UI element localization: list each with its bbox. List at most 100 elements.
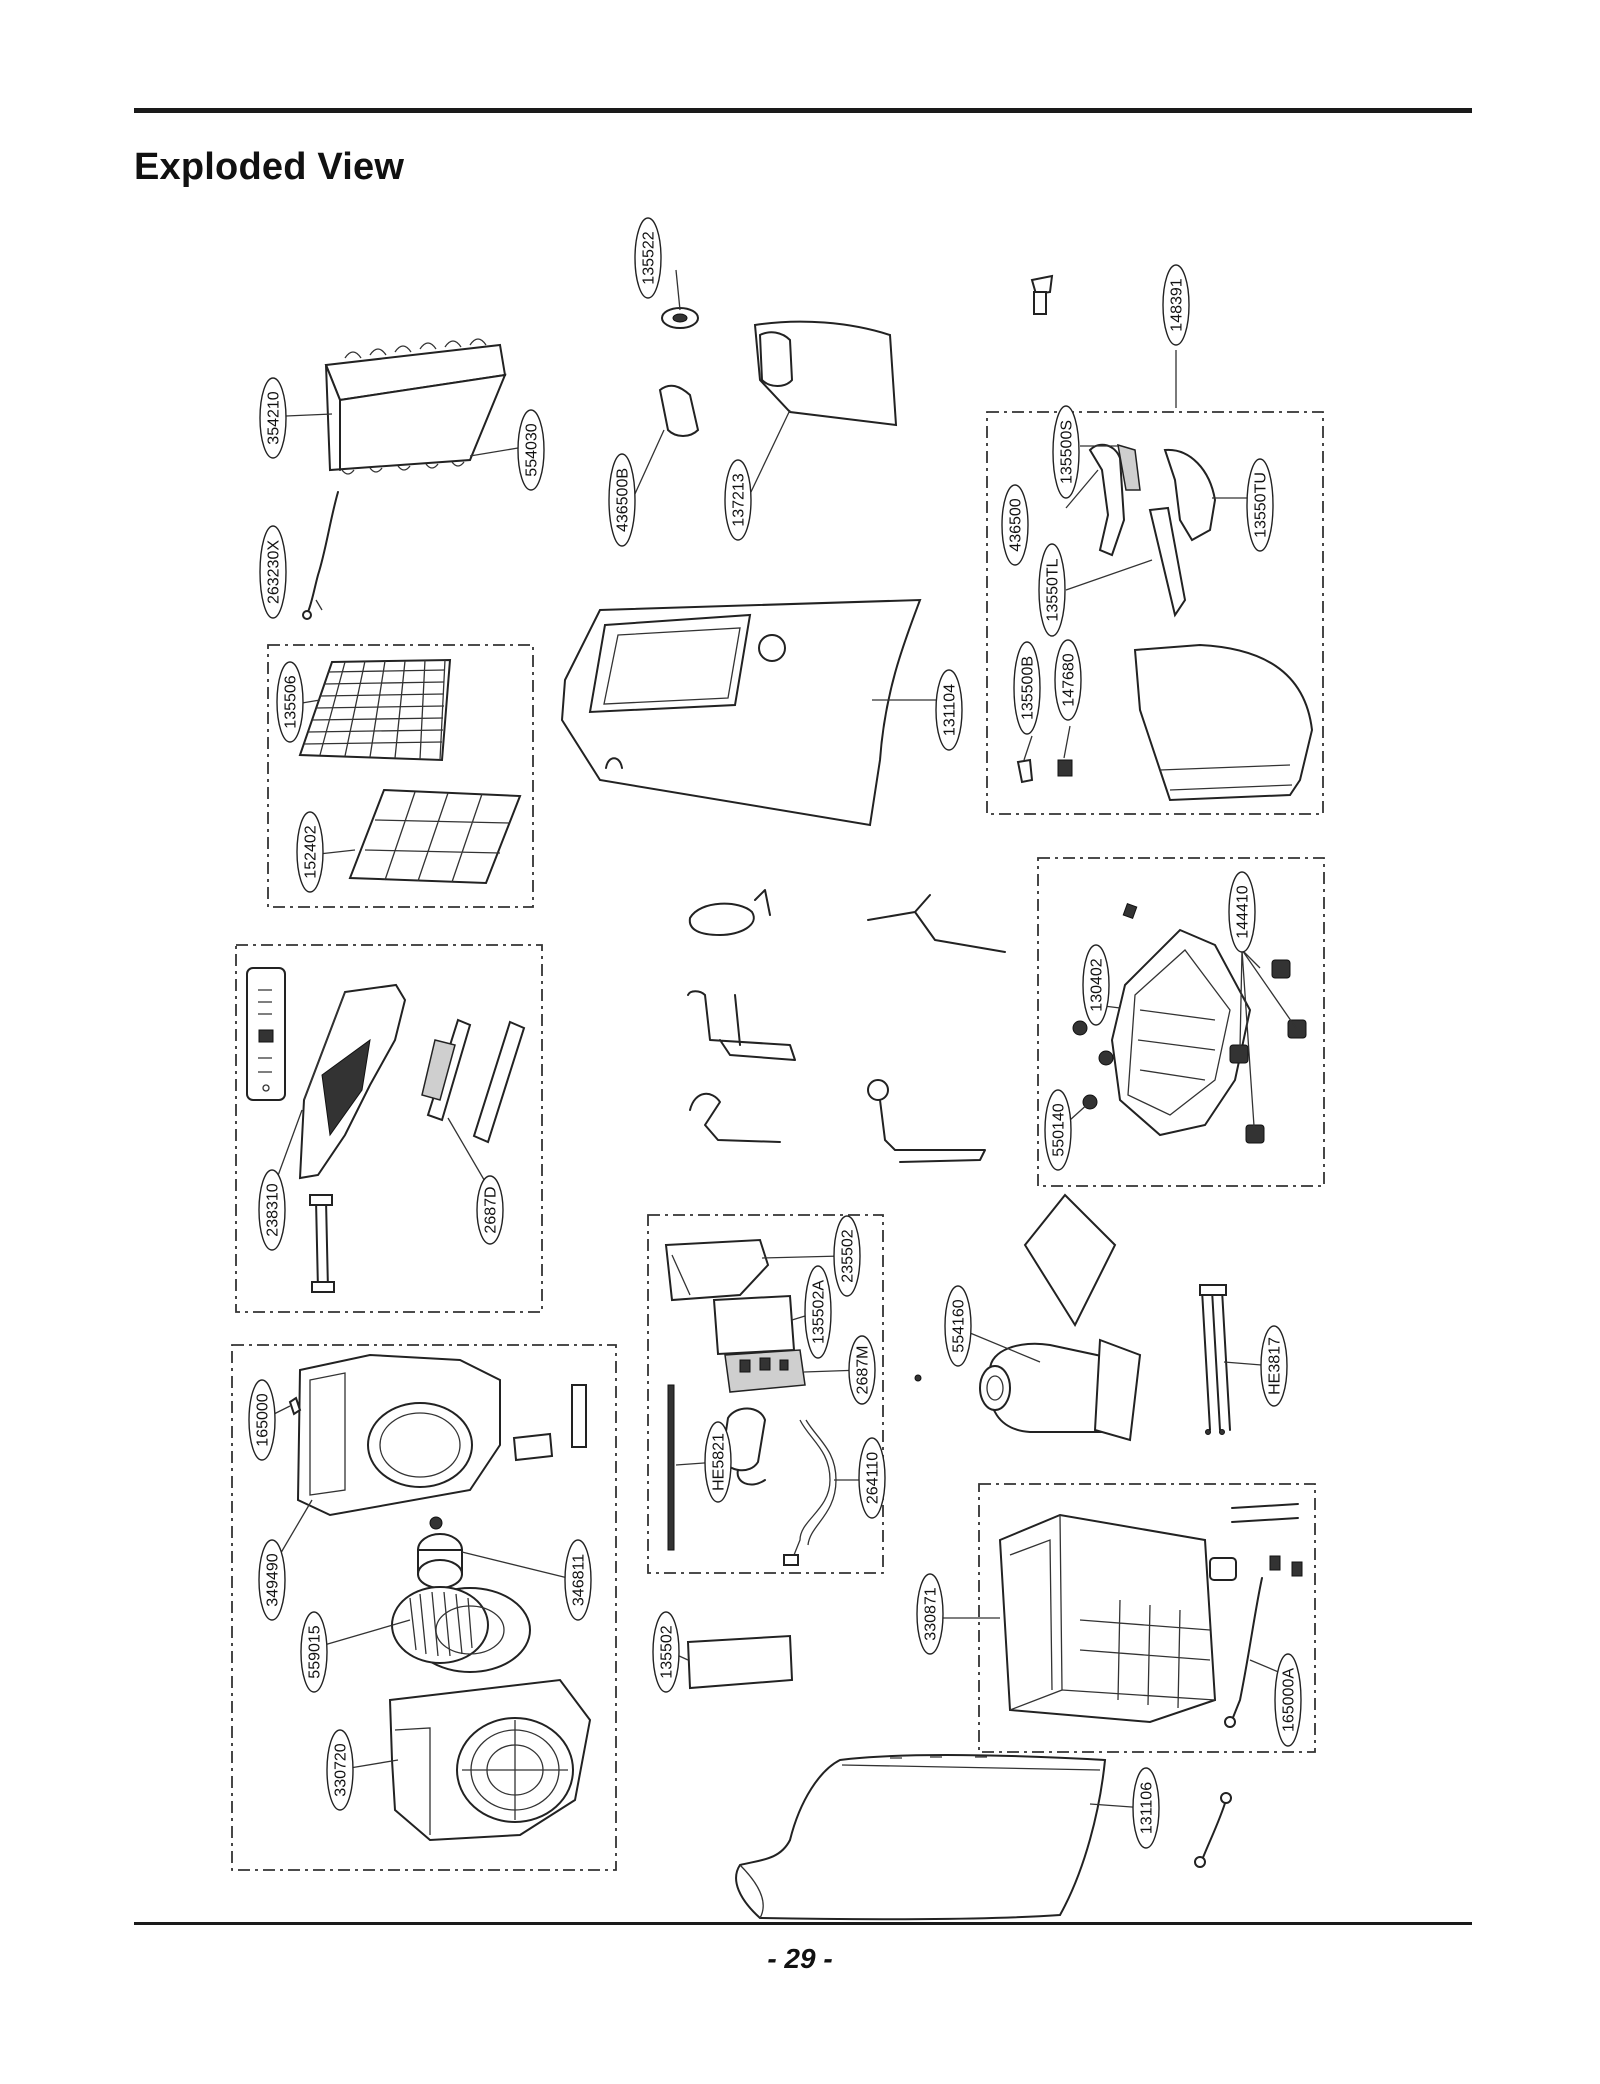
callout-label: 147680 <box>1061 653 1078 706</box>
wire-harness-small-drawing <box>309 1194 335 1293</box>
callout-label: 135506 <box>283 675 300 728</box>
callout-550140: 550140 <box>1044 1089 1072 1171</box>
callout-2687M: 2687M <box>848 1335 876 1405</box>
main-pcb-drawing <box>724 1349 806 1393</box>
callout-label: 152402 <box>303 825 320 878</box>
callout-label: 2687M <box>855 1346 872 1395</box>
top-cover-drawing <box>753 320 898 427</box>
callout-label: 349490 <box>265 1553 282 1606</box>
front-cabinet-drawing <box>560 598 922 827</box>
leader-lines <box>261 269 1297 1809</box>
drain-hose-drawing <box>1224 1577 1263 1728</box>
heater-assembly-drawing <box>1199 1284 1231 1435</box>
callout-135502A: 135502A <box>804 1265 832 1359</box>
callout-label: 144410 <box>1235 885 1252 938</box>
refrigerant-pipes-drawing <box>687 889 1006 1163</box>
callout-label: HE3817 <box>1267 1337 1284 1395</box>
callout-label: 13550TL <box>1045 558 1062 621</box>
callout-label: 354210 <box>266 391 283 444</box>
blower-group-box <box>231 1344 617 1871</box>
blower-misc-parts-drawing <box>288 1384 587 1462</box>
callout-144410: 144410 <box>1228 871 1256 953</box>
callout-135506: 135506 <box>276 661 304 743</box>
callout-135500S: 135500S <box>1052 405 1080 499</box>
callout-135502: 135502 <box>652 1611 680 1693</box>
callout-label: 135500S <box>1059 420 1076 484</box>
callout-354210: 354210 <box>259 377 287 459</box>
callout-554160: 554160 <box>944 1285 972 1367</box>
control-panel-housing-drawing <box>298 983 407 1180</box>
power-cord-drawing <box>783 1419 837 1566</box>
rear-cabinet-drawing <box>1133 643 1314 802</box>
filter-frame-drawing <box>348 788 522 885</box>
callout-147680: 147680 <box>1054 639 1082 721</box>
callout-263230X: 263230X <box>259 525 287 619</box>
chassis-group-box <box>978 1483 1316 1753</box>
callout-label: 235502 <box>840 1229 857 1282</box>
callout-436500: 436500 <box>1001 484 1029 566</box>
callout-label: 559015 <box>307 1625 324 1678</box>
page-number: - 29 - <box>767 1943 833 1974</box>
callout-label: 135502 <box>659 1625 676 1678</box>
callout-label: 346811 <box>571 1554 588 1606</box>
header-rule <box>134 108 1472 113</box>
callout-label: 131104 <box>942 684 959 736</box>
casters-drawing <box>1229 959 1307 1144</box>
callout-label: 436500B <box>615 468 632 532</box>
page-title: Exploded View <box>134 146 405 188</box>
small-grille-drawing <box>661 307 699 329</box>
callout-label: 330720 <box>333 1743 350 1796</box>
callout-label: 165000A <box>1281 1668 1298 1732</box>
callout-label: 238310 <box>265 1183 282 1236</box>
callout-label: 135522 <box>641 231 658 284</box>
footer-rule <box>134 1922 1472 1925</box>
base-pan-drawing <box>1072 903 1252 1137</box>
filter-mesh-drawing <box>298 658 452 762</box>
callout-2687D: 2687D <box>476 1175 504 1245</box>
callout-131106: 131106 <box>1132 1767 1160 1849</box>
callout-label: 135500B <box>1020 656 1037 720</box>
callout-label: 165000 <box>255 1393 272 1446</box>
callout-labels: 354210 554030 263230X 135506 152402 1355… <box>248 217 1302 1849</box>
rear-panel-drawing <box>735 1754 1107 1921</box>
callout-346811: 346811 <box>564 1539 592 1621</box>
callout-152402: 152402 <box>296 811 324 893</box>
callout-165000A: 165000A <box>1274 1653 1302 1747</box>
callout-330720: 330720 <box>326 1729 354 1811</box>
callout-238310: 238310 <box>258 1169 286 1251</box>
electrical-box-drawing <box>664 1238 770 1302</box>
callout-label: 554030 <box>524 423 541 476</box>
callout-264110: 264110 <box>858 1437 886 1519</box>
callout-131104: 131104 <box>935 669 963 751</box>
callout-13550TL: 13550TL <box>1038 543 1066 637</box>
callout-165000: 165000 <box>248 1379 276 1461</box>
chassis-hardware-drawing <box>1209 1503 1303 1581</box>
small-clips-drawing <box>1016 758 1073 784</box>
callout-130402: 130402 <box>1082 944 1110 1026</box>
callout-436500B: 436500B <box>608 453 636 547</box>
callout-235502: 235502 <box>833 1215 861 1297</box>
scroll-housing-drawing <box>388 1678 592 1842</box>
callout-HE5821: HE5821 <box>704 1421 732 1503</box>
filter-group-box <box>267 644 534 908</box>
insulation-pad-drawing <box>1023 1193 1117 1328</box>
callout-label: HE5821 <box>711 1433 728 1491</box>
callout-137213: 137213 <box>724 459 752 541</box>
callout-349490: 349490 <box>258 1539 286 1621</box>
blower-housing-drawing <box>296 1353 501 1517</box>
callout-HE3817: HE3817 <box>1260 1325 1288 1407</box>
screw-drawing <box>1030 274 1054 315</box>
callout-label: 554160 <box>951 1299 968 1352</box>
callout-label: 137213 <box>731 473 748 526</box>
evaporator-coil-drawing <box>324 338 507 475</box>
handle-cap-drawing <box>658 384 700 437</box>
callout-559015: 559015 <box>300 1611 328 1693</box>
electrical-group-box <box>647 1214 884 1574</box>
callout-330871: 330871 <box>916 1573 944 1655</box>
electrical-cover-drawing <box>712 1294 796 1356</box>
callout-label: 264110 <box>865 1452 882 1504</box>
callout-label: 330871 <box>923 1587 940 1640</box>
chassis-frame-drawing <box>998 1513 1217 1724</box>
fan-motor-drawing <box>417 1516 463 1589</box>
